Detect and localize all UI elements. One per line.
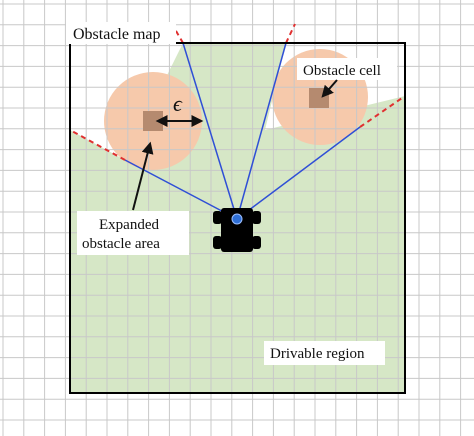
robot-wheel-front-right [252, 211, 261, 224]
obstacle-cell-pointer [321, 79, 338, 98]
sensor-rays [124, 42, 361, 220]
robot-body [221, 208, 253, 252]
epsilon-label: ϵ [173, 91, 183, 116]
expanded-area-label-line2: obstacle area [82, 236, 160, 252]
dashed-boundary-left-low [69, 129, 126, 161]
map-title-background [66, 22, 176, 44]
dashed-boundary-right-high [285, 23, 296, 44]
ray-to-right-top [236, 42, 287, 220]
expanded-area-label-line1: Expanded [99, 217, 159, 233]
dashed-boundary-right-low [359, 95, 406, 128]
obstacle-cell-label-background [297, 58, 397, 80]
robot-wheel-front-left [213, 211, 222, 224]
robot-sensor-icon [231, 213, 243, 225]
ray-to-left-top [182, 42, 238, 220]
ray-to-right-bottom [236, 126, 361, 220]
map-title: Obstacle map [73, 26, 161, 43]
drivable-region-label-background [264, 341, 385, 365]
robot-wheel-rear-left [213, 236, 222, 249]
robot-wheel-rear-right [252, 236, 261, 249]
expanded-area-pointer [132, 141, 154, 211]
robot [213, 208, 261, 252]
obstacle-map-border [69, 42, 406, 394]
obstacle-cell-label: Obstacle cell [303, 63, 381, 79]
obstacle-cell-right [309, 88, 329, 108]
expanded-area-label-background [77, 211, 189, 255]
drivable-region-label: Drivable region [270, 346, 365, 362]
